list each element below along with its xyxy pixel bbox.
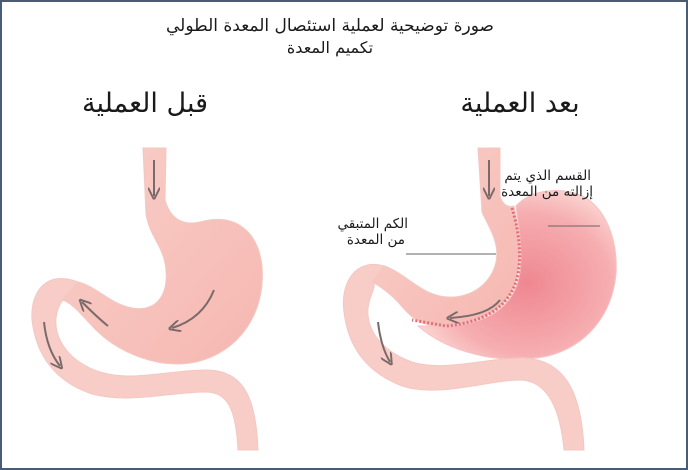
stomach-before-shape — [62, 148, 262, 364]
removed-part-label-line1: القسم الذي يتم — [504, 168, 591, 184]
stomach-before-illustration — [32, 148, 263, 450]
removed-part-label-line2: إزالته من المعدة — [501, 184, 593, 200]
sleeve-label-line2: من المعدة — [347, 232, 405, 248]
sleeve-label-line1: الكم المتبقي — [338, 216, 409, 232]
